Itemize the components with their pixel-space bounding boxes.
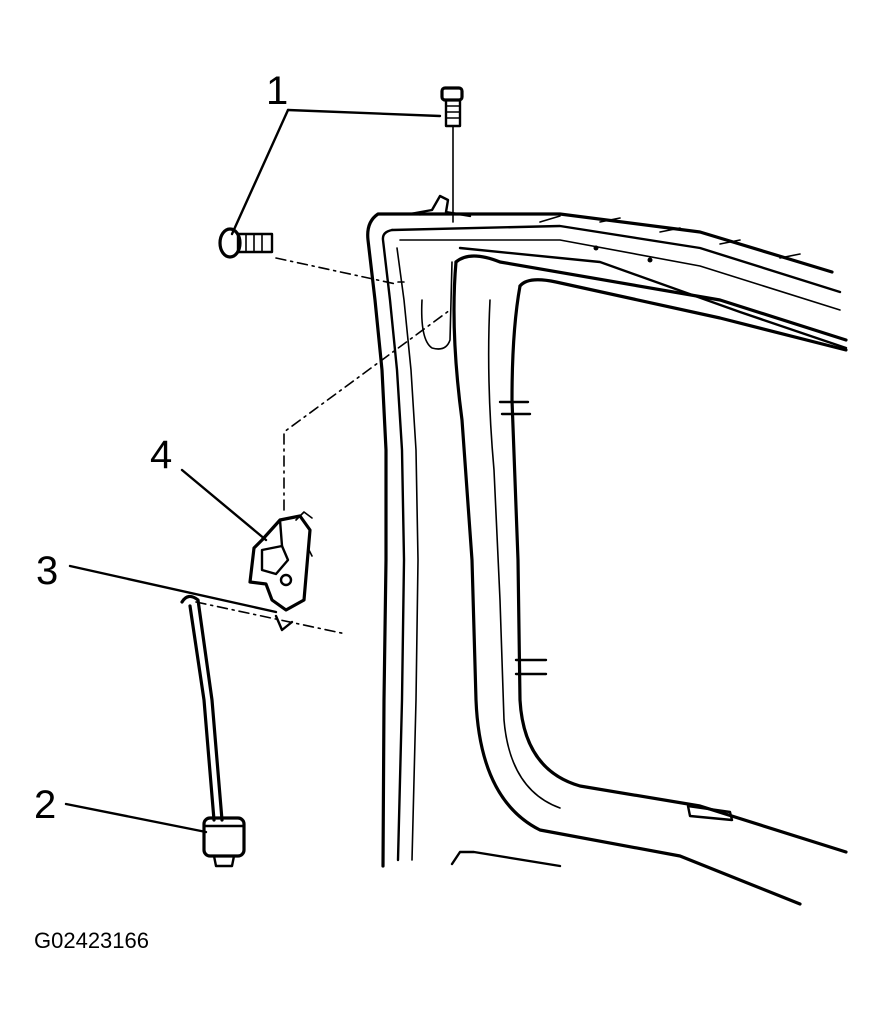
bolt-lateral	[218, 227, 274, 259]
callout-4-label: 4	[150, 433, 172, 477]
bolt-upper	[440, 86, 464, 128]
bolt-lateral-leader	[275, 257, 397, 285]
cable-leader	[195, 601, 347, 635]
callout-leaders	[64, 108, 442, 834]
cable-end-grommet	[202, 816, 246, 868]
callout-3-leader	[68, 564, 278, 614]
header-hole	[593, 245, 599, 251]
latch-leader	[283, 309, 451, 511]
callout-3-label: 3	[36, 549, 58, 593]
header-hole	[647, 257, 653, 263]
cable	[180, 594, 224, 822]
callout-2-label: 2	[34, 783, 56, 827]
callout-1-leader-upper	[286, 108, 442, 118]
latch-assembly	[248, 511, 313, 632]
door-frame	[366, 194, 848, 906]
callout-1-leader-lateral	[230, 108, 290, 236]
callout-1-label: 1	[266, 69, 288, 113]
figure-id: G02423166	[34, 928, 149, 953]
callout-2-leader	[64, 802, 208, 834]
callout-4-leader	[180, 468, 268, 542]
